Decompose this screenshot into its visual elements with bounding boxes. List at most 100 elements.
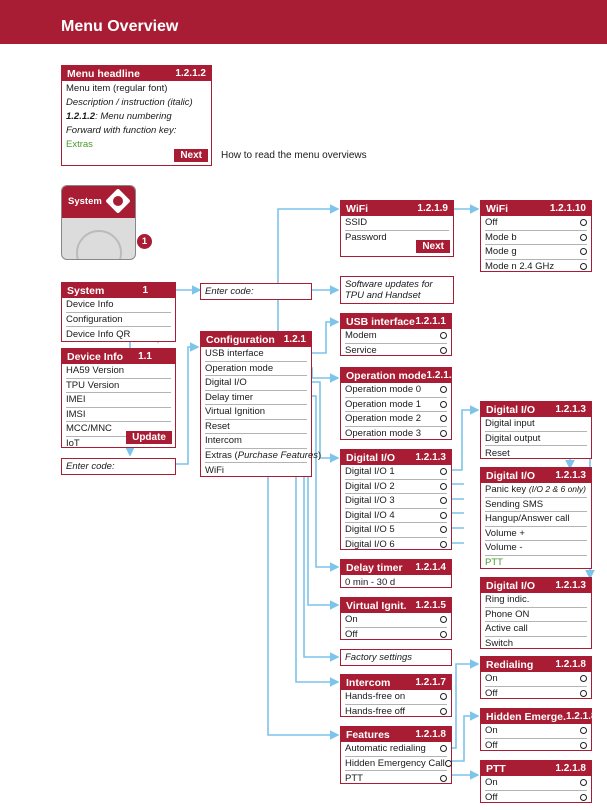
option-service[interactable]: Service [345,344,447,359]
radio-icon[interactable] [440,497,447,505]
option-operation-mode-3[interactable]: Operation mode 3 [345,427,447,442]
option-ptt-on[interactable]: On [485,776,587,791]
radio-icon[interactable] [440,468,447,476]
option-phone-on[interactable]: Phone ON [485,608,587,622]
option-volume-down[interactable]: Volume - [485,541,587,556]
option-active-call[interactable]: Active call [485,622,587,637]
option-digital-io-1[interactable]: Digital I/O 1 [345,465,447,480]
option-automatic-redialing[interactable]: Automatic redialing [345,742,447,757]
menu-item-digital-output[interactable]: Digital output [485,432,587,446]
option-operation-mode-2[interactable]: Operation mode 2 [345,412,447,427]
option-wifi-off[interactable]: Off [485,216,587,231]
option-digital-io-2[interactable]: Digital I/O 2 [345,480,447,494]
menu-item-operation-mode[interactable]: Operation mode [205,362,307,376]
option-digital-io-5[interactable]: Digital I/O 5 [345,523,447,538]
radio-icon[interactable] [440,482,447,490]
menu-item-dio-reset[interactable]: Reset [485,447,510,459]
option-operation-mode-0[interactable]: Operation mode 0 [345,383,447,398]
menu-item-virtual-ignition[interactable]: Virtual Ignition [205,405,307,420]
radio-icon[interactable] [440,430,447,438]
radio-icon[interactable] [440,386,447,394]
menu-item-imsi[interactable]: IMSI [66,408,171,422]
menu-item-device-info[interactable]: Device Info [66,298,171,313]
menu-item-tpu-version[interactable]: TPU Version [66,379,171,393]
menu-item-extras[interactable]: Extras (Purchase Features) [205,449,321,463]
legend-next-button[interactable]: Next [174,149,208,162]
menu-item-mcc-mnc[interactable]: MCC/MNC [66,422,171,437]
menu-item-digital-io[interactable]: Digital I/O [205,376,307,391]
option-vign-off[interactable]: Off [345,628,447,643]
option-ptt[interactable]: PTT [345,771,447,786]
radio-icon[interactable] [580,675,587,683]
device-info-box: Device Info 1.1 HA59 Version TPU Version… [61,348,176,449]
menu-item-ha59-version[interactable]: HA59 Version [66,364,171,379]
radio-icon[interactable] [440,347,447,355]
radio-icon[interactable] [580,727,587,735]
radio-icon[interactable] [444,759,452,767]
option-mode-g[interactable]: Mode g [485,245,587,260]
option-ptt-off[interactable]: Off [485,791,587,806]
option-switch[interactable]: Switch [485,638,513,650]
radio-icon[interactable] [440,400,447,408]
radio-icon[interactable] [440,693,447,701]
configuration-header: Configuration 1.2.1 [201,332,311,347]
option-redial-on[interactable]: On [485,672,587,687]
menu-item-intercom[interactable]: Intercom [205,434,307,449]
radio-icon[interactable] [580,233,587,241]
option-hidden-emergency-call[interactable]: Hidden Emergency Call [345,757,452,771]
option-digital-io-3[interactable]: Digital I/O 3 [345,494,447,509]
radio-icon[interactable] [440,708,447,716]
menu-item-ssid[interactable]: SSID [345,216,449,231]
menu-item-usb-interface[interactable]: USB interface [205,347,307,362]
software-updates-note: Software updates for TPU and Handset [340,276,454,304]
option-digital-io-4[interactable]: Digital I/O 4 [345,509,447,523]
delay-range-value[interactable]: 0 min - 30 d [345,576,396,588]
menu-item-imei[interactable]: IMEI [66,393,171,408]
step-marker: 1 [137,234,152,249]
radio-icon[interactable] [440,631,447,639]
radio-icon[interactable] [580,219,587,227]
radio-icon[interactable] [440,616,447,624]
option-sending-sms[interactable]: Sending SMS [485,498,587,512]
option-hidden-on[interactable]: On [485,724,587,739]
option-mode-b[interactable]: Mode b [485,231,587,245]
option-vign-on[interactable]: On [345,613,447,628]
menu-item-device-info-qr[interactable]: Device Info QR [66,328,131,340]
radio-icon[interactable] [440,511,447,519]
radio-icon[interactable] [580,742,587,750]
update-button[interactable]: Update [126,431,172,444]
option-operation-mode-1[interactable]: Operation mode 1 [345,398,447,412]
option-modem[interactable]: Modem [345,329,447,344]
radio-icon[interactable] [440,541,447,549]
option-panic-key[interactable]: Panic key (I/O 2 & 6 only) [485,483,587,498]
menu-item-reset[interactable]: Reset [205,420,307,434]
menu-item-digital-input[interactable]: Digital input [485,417,587,432]
option-mode-n[interactable]: Mode n 2.4 GHz [485,260,587,275]
option-hands-free-off[interactable]: Hands-free off [345,705,447,720]
radio-icon[interactable] [580,263,587,271]
option-redial-off[interactable]: Off [485,687,587,702]
option-ring-indic[interactable]: Ring indic. [485,593,587,608]
wifi-next-button[interactable]: Next [416,240,450,253]
wifi-mode-number: 1.2.1.10 [549,203,586,214]
option-hands-free-on[interactable]: Hands-free on [345,690,447,705]
radio-icon[interactable] [440,332,447,340]
radio-icon[interactable] [440,526,447,534]
menu-item-delay-timer[interactable]: Delay timer [205,391,307,405]
radio-icon[interactable] [580,248,587,256]
radio-icon[interactable] [580,779,587,787]
option-digital-io-6[interactable]: Digital I/O 6 [345,538,447,553]
menu-item-configuration[interactable]: Configuration [66,313,171,327]
option-dio-ptt[interactable]: PTT [485,557,503,569]
option-volume-up[interactable]: Volume + [485,527,587,541]
option-hidden-off[interactable]: Off [485,739,587,754]
option-hangup-answer[interactable]: Hangup/Answer call [485,512,587,527]
radio-icon[interactable] [440,745,447,753]
radio-icon[interactable] [440,415,447,423]
menu-item-wifi[interactable]: WiFi [205,464,224,476]
menu-item-iot[interactable]: IoT [66,438,80,450]
menu-item-password[interactable]: Password [345,232,387,244]
radio-icon[interactable] [580,794,587,802]
radio-icon[interactable] [580,690,587,698]
radio-icon[interactable] [440,774,447,782]
